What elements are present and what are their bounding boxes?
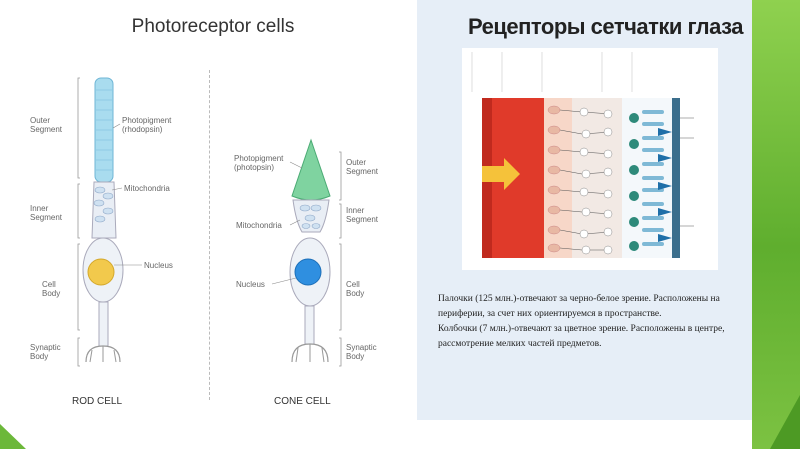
cone-outer-segment	[291, 138, 331, 201]
rod-cell-figure	[77, 77, 142, 367]
rod-photopigment-label: Photopigment (rhodopsin)	[122, 116, 172, 134]
rod-inner-segment-label: Inner Segment	[30, 204, 63, 222]
retina-layers-svg	[471, 52, 694, 258]
retina-receptors	[629, 110, 672, 251]
rod-mitochondria	[93, 186, 114, 223]
cone-cell-title: CONE CELL	[274, 396, 331, 407]
rods-description: Палочки (125 млн.)-отвечают за черно-бел…	[438, 294, 720, 319]
rod-mitochondria-label: Mitochondria	[124, 184, 170, 193]
cone-mitochondria	[299, 204, 322, 229]
rod-nucleus	[87, 258, 115, 286]
cone-axon	[304, 305, 315, 345]
retina-header-lines	[471, 52, 633, 92]
cone-outer-segment-label: Outer Segment	[346, 158, 379, 176]
cone-synaptic-body-label: Synaptic Body	[346, 343, 377, 361]
cone-cell-figure	[271, 138, 342, 367]
cones-description: Колбочки (7 млн.)-отвечают за цветное зр…	[438, 324, 725, 349]
rod-outer-segment-label: Outer Segment	[30, 116, 63, 134]
retina-layers-image	[462, 48, 718, 270]
rod-axon	[98, 301, 109, 347]
cone-mitochondria-label: Mitochondria	[236, 221, 282, 230]
retina-description: Палочки (125 млн.)-отвечают за черно-бел…	[438, 292, 738, 352]
photoreceptor-title: Photoreceptor cells	[131, 16, 295, 37]
cone-nucleus	[294, 258, 322, 286]
cell-divider	[209, 70, 210, 400]
rod-synaptic-body-label: Synaptic Body	[30, 343, 61, 361]
cone-inner-segment-label: Inner Segment	[346, 206, 379, 224]
retina-title: Рецепторы сетчатки глаза	[468, 14, 744, 39]
green-accent-right	[752, 0, 800, 449]
rod-discs	[96, 89, 112, 171]
cone-cell-body-label: Cell Body	[346, 280, 365, 298]
rod-cell-title: ROD CELL	[72, 396, 123, 407]
cone-nucleus-label: Nucleus	[236, 280, 265, 289]
rod-cell-body-label: Cell Body	[42, 280, 61, 298]
cone-photopigment-label: Photopigment (photopsin)	[234, 154, 284, 172]
rod-nucleus-label: Nucleus	[144, 261, 173, 270]
light-arrow-icon	[482, 158, 520, 190]
